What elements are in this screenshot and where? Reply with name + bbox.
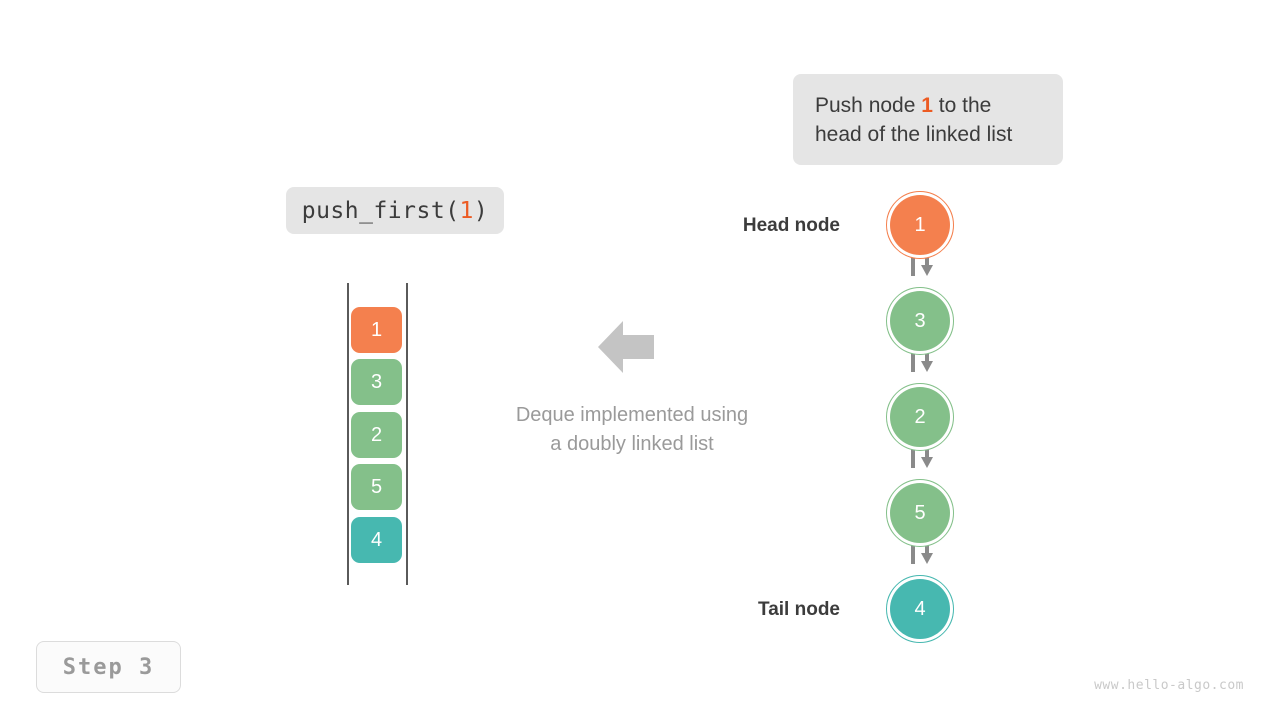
array-right-rail <box>406 283 408 585</box>
deque-array-view: 1 3 2 5 4 <box>344 283 414 585</box>
list-node-ring <box>886 191 954 259</box>
diagram-caption: Deque implemented using a doubly linked … <box>452 401 812 459</box>
caption-line-1: Deque implemented using <box>515 404 749 426</box>
array-left-rail <box>347 283 349 585</box>
list-node: 3 <box>890 291 950 351</box>
doubly-linked-list-view: 1 3 2 5 4 <box>860 180 990 650</box>
tooltip-accent-value: 1 <box>921 93 933 117</box>
step-badge: Step 3 <box>36 641 181 693</box>
push-description-text: Push node 1 to the head of the linked li… <box>815 93 1013 146</box>
operation-label-prefix: push_first( <box>301 197 460 224</box>
list-node: 4 <box>890 579 950 639</box>
list-node-ring <box>886 383 954 451</box>
list-node-ring <box>886 575 954 643</box>
operation-label: push_first(1) <box>286 187 504 234</box>
list-node: 5 <box>890 483 950 543</box>
caption-line-2: a doubly linked list <box>550 433 714 455</box>
tail-node-label: Tail node <box>758 599 840 620</box>
operation-label-suffix: ) <box>473 197 489 224</box>
array-cell: 4 <box>351 517 402 563</box>
list-node-ring <box>886 479 954 547</box>
watermark: www.hello-algo.com <box>1094 678 1244 693</box>
list-node-ring <box>886 287 954 355</box>
list-node: 2 <box>890 387 950 447</box>
left-arrow-icon <box>596 318 656 376</box>
array-cell: 1 <box>351 307 402 353</box>
array-cell: 5 <box>351 464 402 510</box>
array-cell: 2 <box>351 412 402 458</box>
head-node-label: Head node <box>742 215 840 236</box>
operation-label-argument: 1 <box>459 197 474 224</box>
list-node: 1 <box>890 195 950 255</box>
push-description-callout: Push node 1 to the head of the linked li… <box>793 74 1063 165</box>
array-cell: 3 <box>351 359 402 405</box>
